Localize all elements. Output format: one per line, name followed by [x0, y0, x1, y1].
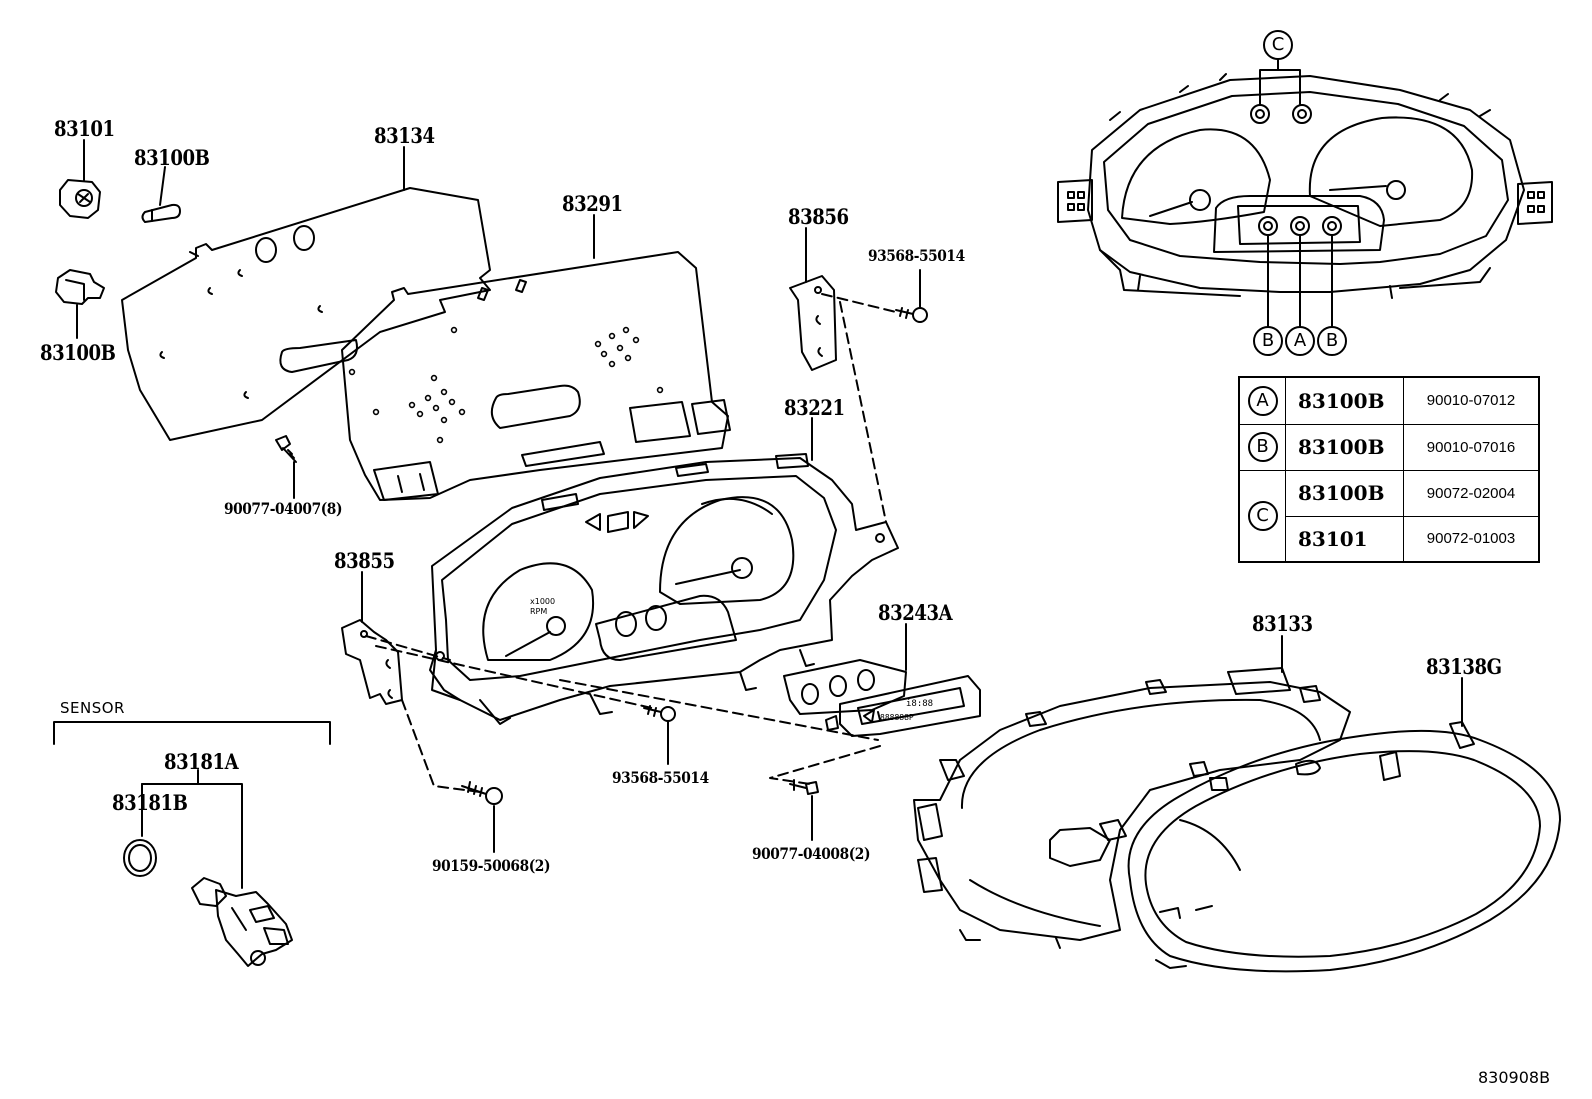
- socket-83100B-icon: [55, 269, 105, 305]
- dashed-guide-83856: [821, 293, 897, 313]
- legend-bulb: 90072-02004: [1403, 469, 1540, 517]
- marker-A: A: [1285, 326, 1315, 356]
- legend-marker-a: A: [1247, 385, 1278, 416]
- legend-bulb: 90072-01003: [1403, 515, 1540, 563]
- screw-90077-04008-icon: [789, 779, 819, 795]
- svg-text:RPM: RPM: [530, 607, 547, 616]
- label-83181A: 83181A: [164, 749, 239, 774]
- dashed-guide-display: [559, 679, 879, 741]
- dashed-guide-83855-a: [365, 635, 451, 661]
- legend-part: 83100B: [1285, 423, 1404, 471]
- legend-ref-b: B: [1238, 423, 1286, 471]
- label-90159-50068: 90159-50068(2): [432, 856, 551, 875]
- label-83100B-left: 83100B: [40, 340, 116, 365]
- label-83855: 83855: [334, 548, 395, 573]
- legend-part: 83101: [1285, 515, 1404, 563]
- assembled-cluster-view: [1057, 73, 1553, 299]
- meter-case-83221: x1000 RPM: [429, 453, 899, 725]
- cluster-case-83133: [913, 667, 1351, 949]
- marker-C: C: [1263, 30, 1293, 60]
- label-83221: 83221: [784, 395, 845, 420]
- label-90077-04007: 90077-04007(8): [224, 499, 343, 518]
- dashed-guide-90077-04008: [769, 745, 881, 785]
- legend-ref-a: A: [1238, 376, 1286, 425]
- bulb-83100B-icon: [141, 203, 181, 223]
- cluster-glass-83138G: [1127, 721, 1561, 973]
- label-83856: 83856: [788, 204, 849, 229]
- label-83291: 83291: [562, 191, 623, 216]
- legend-part: 83100B: [1285, 469, 1404, 517]
- label-83101: 83101: [54, 116, 115, 141]
- label-83138G: 83138G: [1426, 654, 1502, 679]
- leader-83181A-branch: [141, 783, 243, 889]
- bulb-legend-table: A 83100B 90010-07012 B 83100B 90010-0701…: [1238, 376, 1540, 563]
- legend-marker-c: C: [1247, 500, 1278, 531]
- dashed-guide-83856-down: [839, 301, 887, 523]
- screw-93568-top-icon: [895, 307, 928, 323]
- legend-row-c2: 83101 90072-01003: [1239, 515, 1540, 563]
- label-83100B-top: 83100B: [134, 145, 210, 170]
- legend-row-c1: C 83100B 90072-02004: [1238, 469, 1540, 563]
- legend-part: 83100B: [1285, 376, 1404, 425]
- label-93568-55014-bottom: 93568-55014: [612, 768, 709, 787]
- screw-90159-50068-icon: [461, 781, 503, 805]
- marker-B-left: B: [1253, 326, 1283, 356]
- sensor-group-title: SENSOR: [60, 699, 125, 717]
- leader-socket-C: [1259, 57, 1301, 105]
- label-93568-55014-top: 93568-55014: [868, 246, 965, 265]
- drawing-number: 830908B: [1478, 1068, 1551, 1087]
- bracket-83856: [789, 275, 837, 371]
- label-83181B: 83181B: [112, 790, 188, 815]
- speed-sensor-83181A-icon: [191, 877, 293, 967]
- legend-row-a: A 83100B 90010-07012: [1238, 376, 1540, 425]
- dashed-guide-83855-b: [375, 645, 653, 709]
- marker-B-right: B: [1317, 326, 1347, 356]
- label-83243A: 83243A: [878, 600, 953, 625]
- socket-83101-icon: [59, 179, 101, 219]
- legend-bulb: 90010-07012: [1403, 376, 1540, 425]
- label-83134: 83134: [374, 123, 435, 148]
- dashed-guide-83855-c: [401, 699, 481, 793]
- leader-83100B-top: [159, 166, 166, 206]
- legend-marker-b: B: [1247, 432, 1278, 462]
- display-83243A: i8:88 888888P: [783, 659, 981, 737]
- printed-circuit-83291: [341, 251, 731, 501]
- svg-text:x1000: x1000: [530, 597, 555, 606]
- svg-text:888888P: 888888P: [880, 713, 914, 722]
- screw-93568-bottom-icon: [643, 705, 676, 722]
- legend-ref-c: C: [1238, 469, 1286, 563]
- svg-text:i8:88: i8:88: [906, 699, 933, 709]
- leader-sockets-BAB: [1267, 235, 1333, 343]
- sensor-group-bracket: [53, 721, 331, 745]
- label-83133: 83133: [1252, 611, 1313, 636]
- legend-row-b: B 83100B 90010-07016: [1238, 423, 1540, 471]
- bracket-83855: [341, 619, 403, 705]
- legend-bulb: 90010-07016: [1403, 423, 1540, 471]
- circuit-plate-83134: [121, 187, 491, 441]
- o-ring-83181B-icon: [123, 839, 157, 877]
- screw-90077-04007-icon: [275, 435, 297, 463]
- label-90077-04008: 90077-04008(2): [752, 844, 871, 863]
